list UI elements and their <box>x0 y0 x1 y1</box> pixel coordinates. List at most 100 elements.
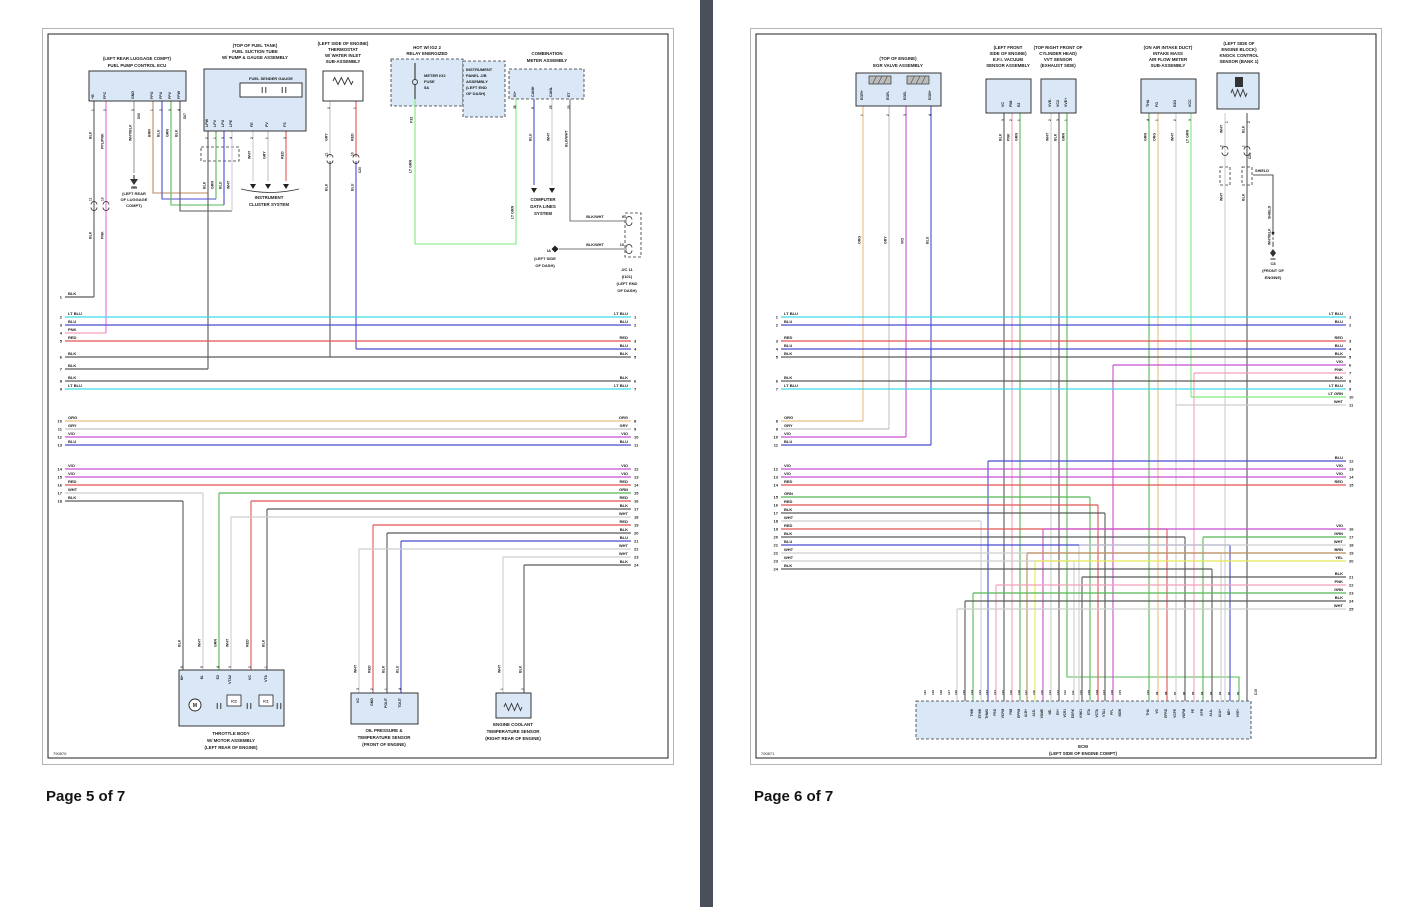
row-color-label: RED <box>620 495 629 500</box>
pin-label: CANH <box>531 86 535 97</box>
ecm-pin-label: EGRK <box>1071 708 1075 718</box>
text-label: (LEFT END <box>617 281 638 286</box>
wire-BLKWHT <box>569 99 627 222</box>
row-num: 2 <box>60 315 63 320</box>
ecm-pin-number: 126 <box>954 690 958 695</box>
text-label: J/C 11 <box>621 267 633 272</box>
text-label: W/ WATER INLET <box>325 53 361 58</box>
resistor-icon <box>503 702 523 712</box>
text-label: (EXHAUST SIDE) <box>1040 63 1076 68</box>
ecm-pin-number: 122 <box>985 690 989 695</box>
pin-number: 23 <box>567 105 571 109</box>
pin-number: 2 <box>370 688 374 690</box>
row-num: 6 <box>776 379 779 384</box>
row-color-label: PNK <box>68 327 77 332</box>
pin-label: VIO <box>901 238 905 244</box>
row-color-label: VIO <box>784 463 791 468</box>
pin-label: EGB+ <box>928 90 932 100</box>
mass-air-flow-meter <box>1140 78 1197 114</box>
text-label: (TOP OF ENGINE) <box>879 56 917 61</box>
row-num: 15 <box>1349 483 1354 488</box>
pin-number: C21 <box>1248 153 1252 159</box>
row-num: 7 <box>60 367 63 372</box>
row-num: 4 <box>1349 347 1352 352</box>
pin-label: GRN <box>1062 133 1066 141</box>
pin-label: ORG <box>858 236 862 244</box>
row-color-label: LT BLU <box>68 383 82 388</box>
text-label: SUB-ASSEMBLY <box>1151 63 1186 68</box>
text-label: VVT SENSOR <box>1044 57 1073 62</box>
pin-label: POUT <box>384 697 388 708</box>
pin-label: WHT <box>227 180 231 189</box>
arrow-down-icon <box>265 184 271 189</box>
row-num: 3 <box>60 323 63 328</box>
row-color-label: WHT <box>619 543 629 548</box>
text-label: CYLINDER HEAD) <box>1039 51 1077 56</box>
ecm-pin-number: 100 <box>1146 690 1150 695</box>
pin-label: FPC <box>103 91 107 99</box>
pin-number: 1 <box>1155 119 1159 121</box>
pin-number: 2 <box>248 666 252 668</box>
motor-icon: M <box>193 703 197 709</box>
row-num: 4 <box>634 347 637 352</box>
text-label: FUSE <box>424 79 435 84</box>
row-color-label: GRY <box>68 423 77 428</box>
row-num: 4 <box>776 347 779 352</box>
vvt-sensor <box>1040 78 1077 114</box>
row-num: 16 <box>774 503 779 508</box>
inline-connector-icon <box>1243 152 1251 156</box>
junction-dot-icon <box>1271 231 1275 235</box>
row-color-label: RED <box>1335 335 1344 340</box>
row-color-label: BLK <box>620 375 628 380</box>
text-label: INSTRUMENT <box>255 195 284 200</box>
pin-label: GRN <box>214 639 218 647</box>
pin-label: M+ <box>180 675 184 680</box>
inline-connector-icon <box>625 222 633 226</box>
pin-number: 1 <box>1017 119 1021 121</box>
pin-label: BRN <box>148 129 152 137</box>
pin-number: C19 <box>1254 689 1258 695</box>
ecm-pin-number: 107 <box>1102 690 1106 695</box>
ecm-pin-number: 92 <box>1218 691 1222 695</box>
pin-number: 2 <box>1048 119 1052 121</box>
row-num: 4 <box>60 331 63 336</box>
pin-label: LT GRN <box>409 159 413 173</box>
ecm-pin-number: 120 <box>1001 690 1005 695</box>
row-num: 3 <box>776 339 779 344</box>
wire-GRN <box>1066 113 1240 701</box>
pin-label: BLK <box>325 183 329 191</box>
text-label: (LEFT END <box>466 85 487 90</box>
text-label: 9 <box>622 215 624 219</box>
pin-label: PNK <box>101 231 105 239</box>
row-color-label: GRY <box>619 423 628 428</box>
row-color-label: LT BLU <box>614 311 628 316</box>
pin-label: F32 <box>410 117 414 123</box>
row-num: 21 <box>634 539 639 544</box>
text-label: (FRONT OF <box>1262 268 1284 273</box>
row-color-label: RED <box>620 479 629 484</box>
row-color-label: BLU <box>68 439 76 444</box>
row-color-label: LT BLU <box>614 383 628 388</box>
ecm-pin-number: 93 <box>1209 691 1213 695</box>
text-label: CLUSTER SYSTEM <box>249 202 289 207</box>
pin-label: FPG <box>150 91 154 99</box>
wire-BLK <box>179 101 232 212</box>
ecm-pin-number: 116 <box>1032 690 1036 695</box>
row-num: 15 <box>774 495 779 500</box>
text-label: ECM <box>1078 744 1088 749</box>
text-label: (LEFT SIDE <box>534 256 556 261</box>
oil-pressure-temp-sensor <box>350 692 419 725</box>
row-color-label: BRN <box>1334 547 1343 552</box>
pin-label: E2 <box>216 675 220 679</box>
pin-number: 3 <box>131 109 135 111</box>
text-label: (LEFT SIDE OF ENGINE) <box>318 41 369 46</box>
row-color-label: GRN <box>1334 587 1343 592</box>
text-label: TEMPERATURE SENSOR <box>487 729 541 734</box>
pin-number: 4 <box>177 109 181 111</box>
row-color-label: PNK <box>1335 367 1344 372</box>
page-5-label: Page 5 of 7 <box>46 788 126 805</box>
ecm-pin-number: 117 <box>1024 690 1028 695</box>
row-num: 1 <box>1349 315 1352 320</box>
ecm-pin-label: VTA1 <box>1102 709 1106 717</box>
